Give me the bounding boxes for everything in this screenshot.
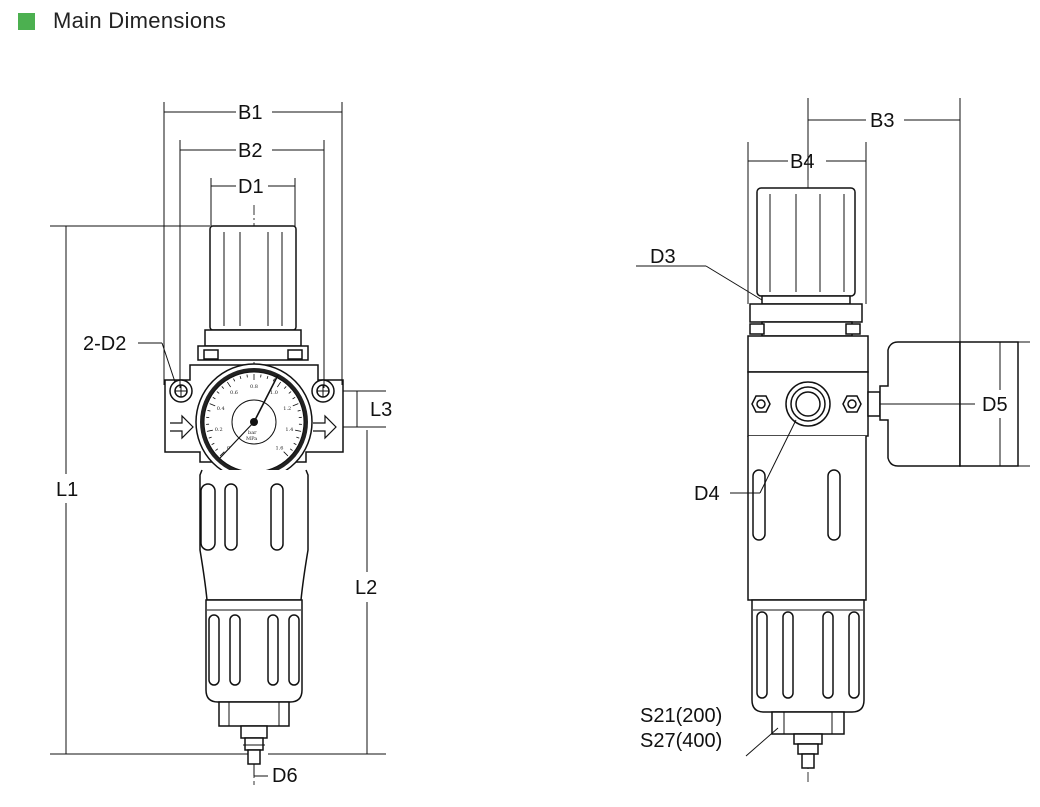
label-l2: L2 [355,577,377,599]
gauge-tick-mark [292,403,299,407]
gauge-unit-top: bar [248,430,257,436]
side-gauge-stub [867,391,881,417]
green-square-icon [18,12,35,30]
gauge-tick-label: 1.4 [285,427,293,433]
front-flow-arrow-right [313,414,337,440]
gauge-tick-mark [211,442,215,445]
gauge-tick-mark [288,391,292,394]
section-title: Main Dimensions [53,8,227,33]
side-dim-lines [636,98,1030,757]
label-b4: B4 [790,151,814,173]
gauge-tick-label: 0.2 [215,427,223,433]
label-2-d2: 2-D2 [83,333,126,355]
gauge-tick-mark [207,409,211,412]
front-slot [224,483,238,551]
gauge-tick-mark [212,396,216,400]
gauge-tick-mark [206,429,213,432]
gauge-tick-mark [296,436,300,439]
gauge-tick-label: 0.4 [217,406,225,412]
gauge-tick-mark [283,386,287,389]
front-lock-nut [204,329,302,347]
gauge-tick-label: 1.0 [270,390,278,396]
gauge-unit-bottom: MPa [246,436,257,442]
label-b3: B3 [870,110,894,132]
gauge-tick-mark [233,378,236,382]
label-d5: D5 [982,394,1008,416]
gauge-tick-mark [216,391,220,394]
label-d6: D6 [272,765,298,787]
front-bowl-upper [199,469,309,601]
front-flow-arrow-left [170,414,194,440]
side-drain-nut [771,711,845,735]
side-lock-ring [761,295,851,305]
gauge-tick-mark [289,448,293,451]
gauge-tick-mark [297,409,301,412]
gauge-tick-label: 1.6 [275,445,283,451]
side-upper-body [747,335,869,373]
gauge-tick-mark [209,403,216,407]
side-slot [752,469,766,541]
gauge-tick-label: 0.6 [230,390,238,396]
gauge-tick-mark [221,386,225,389]
gauge-tick-mark [277,381,281,388]
gauge-tick-mark [239,375,242,380]
gauge-tick-mark [293,442,297,445]
side-bowl-guard [751,599,865,713]
gauge-tick-mark [227,381,231,388]
side-view: B3 B4 D3 D4 D5 S21(200) S27(400) [636,98,1030,785]
label-b2: B2 [238,140,262,162]
section-header: Main Dimensions [18,6,226,36]
gauge-tick-mark [208,436,212,439]
front-dim-lines [50,102,386,777]
label-b1: B1 [238,102,262,124]
gauge-tick-mark [266,375,269,380]
label-l3: L3 [370,399,392,421]
gauge-tick-mark [219,451,225,457]
front-collar [197,345,309,361]
label-d4: D4 [694,483,720,505]
side-knob [756,187,856,297]
label-l1: L1 [56,479,78,501]
front-knob [209,225,297,331]
front-bowl-guard [205,599,303,703]
front-view: 00.20.40.60.81.01.21.41.6 bar MPa [50,102,392,787]
label-d1: D1 [238,176,264,198]
gauge-needle [253,374,279,423]
pressure-gauge: 00.20.40.60.81.01.21.41.6 bar MPa [195,363,313,481]
side-lock-nut [749,303,863,323]
gauge-tick-mark [215,448,219,451]
gauge-tick-label: 1.2 [283,406,291,412]
label-d3: D3 [650,246,676,268]
label-s27: S27(400) [640,730,722,752]
gauge-tick-label: 0.8 [250,384,258,390]
gauge-tick-mark [292,396,296,400]
label-s21: S21(200) [640,705,722,727]
gauge-tick-mark [283,451,289,457]
gauge-tick-mark [272,378,275,382]
gauge-tick-mark [295,429,302,432]
